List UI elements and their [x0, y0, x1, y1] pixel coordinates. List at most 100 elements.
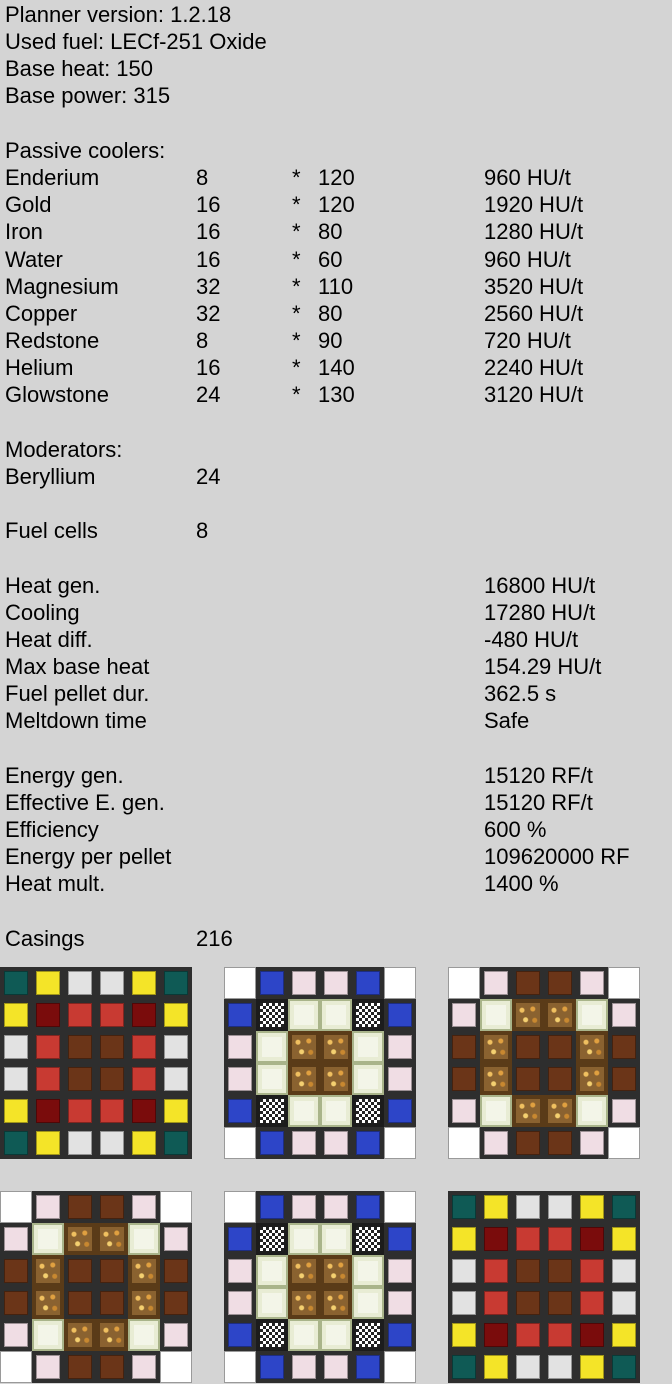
copper-cooler-block	[544, 1063, 576, 1095]
water-cooler-block	[384, 1319, 416, 1351]
redstone-cooler-block	[128, 1095, 160, 1127]
glowstone-cooler-block	[96, 1319, 128, 1351]
magnesium-cooler-block	[288, 967, 320, 999]
magnesium-cooler-block	[384, 1255, 416, 1287]
magnesium-cooler-block	[160, 1319, 192, 1351]
enderium-cooler-block	[0, 967, 32, 999]
fuel-cell-block	[256, 1287, 288, 1319]
fuel-cell-block	[352, 1287, 384, 1319]
copper-cooler-block	[448, 1063, 480, 1095]
glowstone-cooler-block	[288, 1031, 320, 1063]
copper-cooler-block	[544, 1287, 576, 1319]
water-cooler-block	[256, 967, 288, 999]
fuel-cell-block	[352, 1255, 384, 1287]
glowstone-cooler-block	[288, 1287, 320, 1319]
fuel-cell-block	[352, 1031, 384, 1063]
magnesium-cooler-block	[224, 1031, 256, 1063]
moderator-row: Beryllium 24	[5, 464, 221, 489]
redstone-cooler-block	[128, 999, 160, 1031]
enderium-cooler-block	[160, 1127, 192, 1159]
copper-cooler-block	[608, 1063, 640, 1095]
water-cooler-block	[352, 1191, 384, 1223]
reactor-layer-5	[224, 1191, 416, 1383]
empty-block	[608, 1127, 640, 1159]
water-cooler-block	[384, 999, 416, 1031]
cooler-row: Magnesium 32 * 110 3520 HU/t	[5, 274, 584, 299]
cooler-row: Gold 16 * 120 1920 HU/t	[5, 192, 584, 217]
glowstone-cooler-block	[64, 1319, 96, 1351]
glowstone-cooler-block	[64, 1223, 96, 1255]
copper-cooler-block	[512, 1287, 544, 1319]
copper-cooler-block	[512, 1255, 544, 1287]
redstone-cooler-block	[64, 999, 96, 1031]
empty-block	[160, 1351, 192, 1383]
glowstone-cooler-block	[576, 1063, 608, 1095]
magnesium-cooler-block	[384, 1287, 416, 1319]
gold-cooler-block	[160, 999, 192, 1031]
iron-cooler-block	[448, 1287, 480, 1319]
beryllium-moderator-block	[352, 1095, 384, 1127]
water-cooler-block	[384, 1095, 416, 1127]
empty-block	[224, 1191, 256, 1223]
gold-cooler-block	[0, 999, 32, 1031]
fuel-cell-block	[320, 1319, 352, 1351]
stat-row: Fuel pellet dur.362.5 s	[5, 681, 557, 706]
iron-cooler-block	[160, 1063, 192, 1095]
casings-row: Casings 216	[5, 926, 233, 951]
glowstone-cooler-block	[544, 1095, 576, 1127]
iron-cooler-block	[544, 1351, 576, 1383]
gold-cooler-block	[576, 1191, 608, 1223]
magnesium-cooler-block	[384, 1031, 416, 1063]
magnesium-cooler-block	[480, 967, 512, 999]
cooler-row: Helium 16 * 140 2240 HU/t	[5, 355, 584, 380]
iron-cooler-block	[448, 1255, 480, 1287]
redstone-cooler-block	[32, 1031, 64, 1063]
fuel-cell-block	[128, 1223, 160, 1255]
reactor-layer-6	[448, 1191, 640, 1383]
fuel-cells-row: Fuel cells 8	[5, 518, 209, 543]
magnesium-cooler-block	[32, 1351, 64, 1383]
passive-coolers-title: Passive coolers:	[5, 138, 166, 163]
copper-cooler-block	[544, 1255, 576, 1287]
stat-row: Energy gen.15120 RF/t	[5, 763, 593, 788]
copper-cooler-block	[96, 1191, 128, 1223]
reactor-layer-2	[224, 967, 416, 1159]
iron-cooler-block	[160, 1031, 192, 1063]
fuel-cell-block	[320, 1095, 352, 1127]
empty-block	[448, 967, 480, 999]
fuel-cell-block	[320, 1223, 352, 1255]
magnesium-cooler-block	[480, 1127, 512, 1159]
stat-row: Heat mult.1400 %	[5, 871, 559, 896]
fuel-cell-block	[320, 999, 352, 1031]
gold-cooler-block	[480, 1191, 512, 1223]
glowstone-cooler-block	[128, 1287, 160, 1319]
glowstone-cooler-block	[480, 1063, 512, 1095]
glowstone-cooler-block	[32, 1255, 64, 1287]
redstone-cooler-block	[96, 999, 128, 1031]
magnesium-cooler-block	[288, 1191, 320, 1223]
gold-cooler-block	[160, 1095, 192, 1127]
fuel-cell-block	[288, 1223, 320, 1255]
copper-cooler-block	[64, 1287, 96, 1319]
magnesium-cooler-block	[608, 999, 640, 1031]
copper-cooler-block	[96, 1351, 128, 1383]
beryllium-moderator-block	[256, 1223, 288, 1255]
copper-cooler-block	[96, 1287, 128, 1319]
reactor-layer-4	[0, 1191, 192, 1383]
magnesium-cooler-block	[320, 967, 352, 999]
copper-cooler-block	[64, 1063, 96, 1095]
glowstone-cooler-block	[96, 1223, 128, 1255]
used-fuel: Used fuel: LECf-251 Oxide	[5, 29, 267, 54]
fuel-cell-block	[32, 1223, 64, 1255]
water-cooler-block	[352, 967, 384, 999]
empty-block	[608, 967, 640, 999]
empty-block	[384, 1127, 416, 1159]
magnesium-cooler-block	[384, 1063, 416, 1095]
redstone-cooler-block	[64, 1095, 96, 1127]
base-power: Base power: 315	[5, 83, 171, 108]
copper-cooler-block	[64, 1255, 96, 1287]
magnesium-cooler-block	[288, 1127, 320, 1159]
gold-cooler-block	[0, 1095, 32, 1127]
